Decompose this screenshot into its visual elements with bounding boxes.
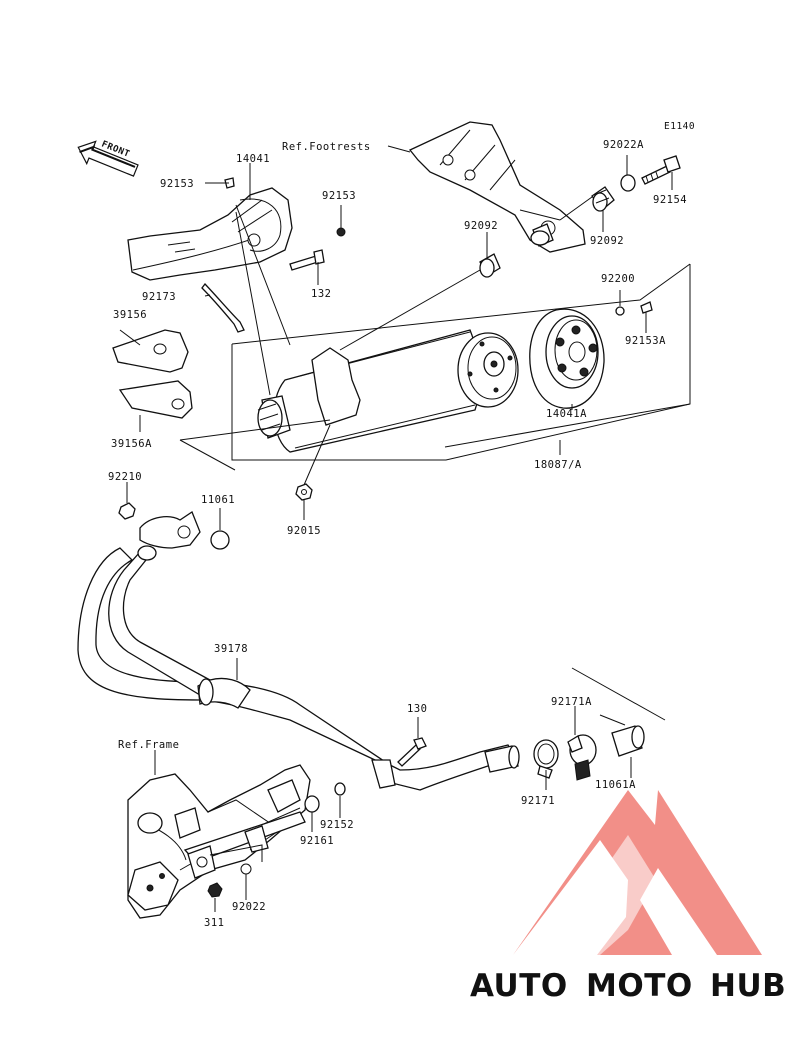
label-92210: 92210 — [108, 471, 142, 483]
label-92153-b: 92153 — [322, 190, 356, 202]
label-92152: 92152 — [320, 819, 354, 831]
label-92200: 92200 — [601, 273, 635, 285]
gasket-11061 — [210, 530, 230, 550]
watermark-text-moto: MOTO — [586, 968, 693, 1004]
label-92092-right: 92092 — [590, 235, 624, 247]
bolt-132 — [289, 249, 325, 271]
plate-39156A — [118, 380, 193, 419]
heat-guard-14041 — [127, 187, 293, 281]
label-92173: 92173 — [142, 291, 176, 303]
nut-92210 — [118, 502, 136, 520]
damper-92092-center — [479, 253, 501, 278]
label-39156: 39156 — [113, 309, 147, 321]
end-cap-14041A-inner — [457, 332, 519, 408]
ref-footrests-label: Ref.Footrests — [282, 141, 371, 153]
header-flange — [118, 502, 230, 550]
label-92154: 92154 — [653, 194, 687, 206]
watermark-text-auto: AUTO — [470, 968, 568, 1004]
label-92153-top: 92153 — [160, 178, 194, 190]
label-130: 130 — [407, 703, 427, 715]
nut-92153 — [336, 227, 346, 237]
label-11061: 11061 — [201, 494, 235, 506]
washer-92200 — [615, 306, 625, 316]
label-14041: 14041 — [236, 153, 270, 165]
washer-92022A — [620, 174, 636, 192]
label-311: 311 — [204, 917, 224, 929]
header-pipe-39178 — [77, 545, 520, 791]
clamp-92171 — [533, 739, 559, 779]
nut-311 — [207, 882, 223, 898]
label-39156A: 39156A — [111, 438, 152, 450]
watermark-triangle-icon — [513, 790, 762, 955]
collar-92161 — [304, 795, 320, 813]
label-132: 132 — [311, 288, 331, 300]
screw-92153-top — [224, 177, 235, 189]
muffler-18087 — [231, 263, 691, 461]
front-arrow-icon — [77, 140, 139, 177]
end-cap-14041A-outer — [529, 308, 605, 409]
bolt-92154 — [641, 155, 681, 185]
watermark-logo — [513, 790, 762, 955]
label-92015: 92015 — [287, 525, 321, 537]
bolt-130 — [397, 737, 427, 767]
label-11061A: 11061A — [595, 779, 636, 791]
label-39178: 39178 — [214, 643, 248, 655]
label-92171A: 92171A — [551, 696, 592, 708]
clamp-92173 — [201, 282, 245, 333]
label-92022: 92022 — [232, 901, 266, 913]
leader-lines — [119, 145, 691, 912]
footrest-bracket — [408, 121, 586, 253]
damper-92092-right — [591, 186, 615, 212]
label-18087A: 18087/A — [534, 459, 582, 471]
screw-92153A — [640, 301, 653, 314]
label-92092-top: 92092 — [464, 220, 498, 232]
plate-39156 — [112, 329, 189, 373]
ref-frame-label: Ref.Frame — [118, 739, 179, 751]
label-92171: 92171 — [521, 795, 555, 807]
label-92153A: 92153A — [625, 335, 666, 347]
label-92161: 92161 — [300, 835, 334, 847]
label-14041A: 14041A — [546, 408, 587, 420]
watermark-text-hub: HUB — [710, 968, 786, 1004]
clamp-92171A — [567, 734, 597, 781]
diagram-code: E1140 — [664, 121, 695, 132]
sleeve-11061A — [611, 725, 645, 757]
washer-92152 — [334, 782, 346, 796]
washer-92022 — [240, 863, 252, 875]
label-92022A: 92022A — [603, 139, 644, 151]
